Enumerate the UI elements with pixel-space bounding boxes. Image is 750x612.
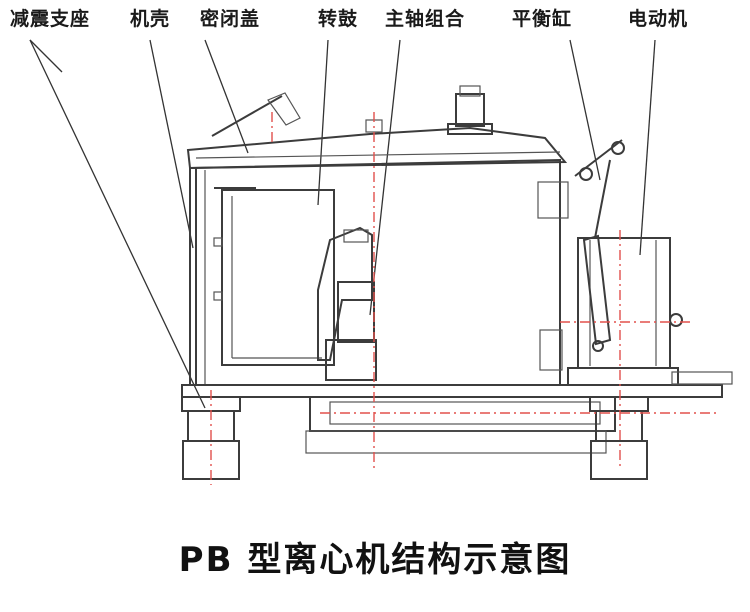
lower-shell (305, 430, 607, 454)
cylinder-rod (594, 159, 611, 239)
cap-top (459, 85, 481, 97)
label-damping-support: 减震支座 (10, 8, 91, 30)
balance-cylinder (574, 139, 625, 352)
drum-stud-2 (213, 291, 223, 301)
leader-spindle (369, 39, 401, 316)
label-sealed-cover: 密闭盖 (200, 8, 261, 30)
leader-damping-support (29, 39, 206, 409)
casing-side-box (539, 329, 563, 371)
cap-base (447, 123, 493, 135)
machine-casing (189, 158, 569, 386)
pivot-bottom-icon (579, 167, 593, 181)
cylinder-barrel (582, 234, 612, 346)
spindle-collar (343, 229, 369, 243)
spindle-housing (337, 281, 375, 343)
leader-casing (149, 39, 194, 249)
spindle-assembly (317, 226, 377, 381)
drum-body (221, 189, 335, 366)
base-plate (181, 384, 723, 398)
drum (213, 187, 335, 366)
casing-bracket (537, 181, 569, 219)
label-spindle-assembly: 主轴组合 (385, 8, 466, 30)
pivot-top-icon (611, 141, 625, 155)
drum-stud-1 (213, 237, 223, 247)
leader-damping-support-2 (29, 39, 63, 73)
cover-line (195, 151, 561, 159)
leader-balance-cylinder (569, 39, 601, 181)
right-damper-foot (590, 440, 648, 480)
cover-handle-grip (267, 92, 301, 126)
damping-supports (181, 396, 649, 480)
motor (567, 237, 733, 386)
diagram-caption: PB 型离心机结构示意图 (178, 540, 572, 580)
leader-drum (317, 39, 329, 206)
motor-foot (671, 371, 733, 385)
leader-motor (639, 39, 656, 256)
label-motor: 电动机 (628, 8, 689, 30)
sealed-cover (186, 92, 568, 170)
label-drum: 转鼓 (318, 8, 359, 30)
right-damper-top (589, 396, 649, 412)
motor-base (567, 367, 679, 386)
spindle-lower-housing (325, 339, 377, 381)
label-casing: 机壳 (130, 8, 171, 30)
label-balance-cylinder: 平衡缸 (512, 8, 573, 30)
pivot-lower-icon (592, 340, 604, 352)
right-damper-body (595, 410, 643, 442)
centerlines (210, 112, 720, 485)
spindle-cap (365, 85, 493, 135)
leader-lines (29, 39, 656, 409)
leader-sealed-cover (204, 39, 249, 154)
motor-bolt-icon (669, 313, 683, 327)
cap-body (455, 93, 485, 127)
